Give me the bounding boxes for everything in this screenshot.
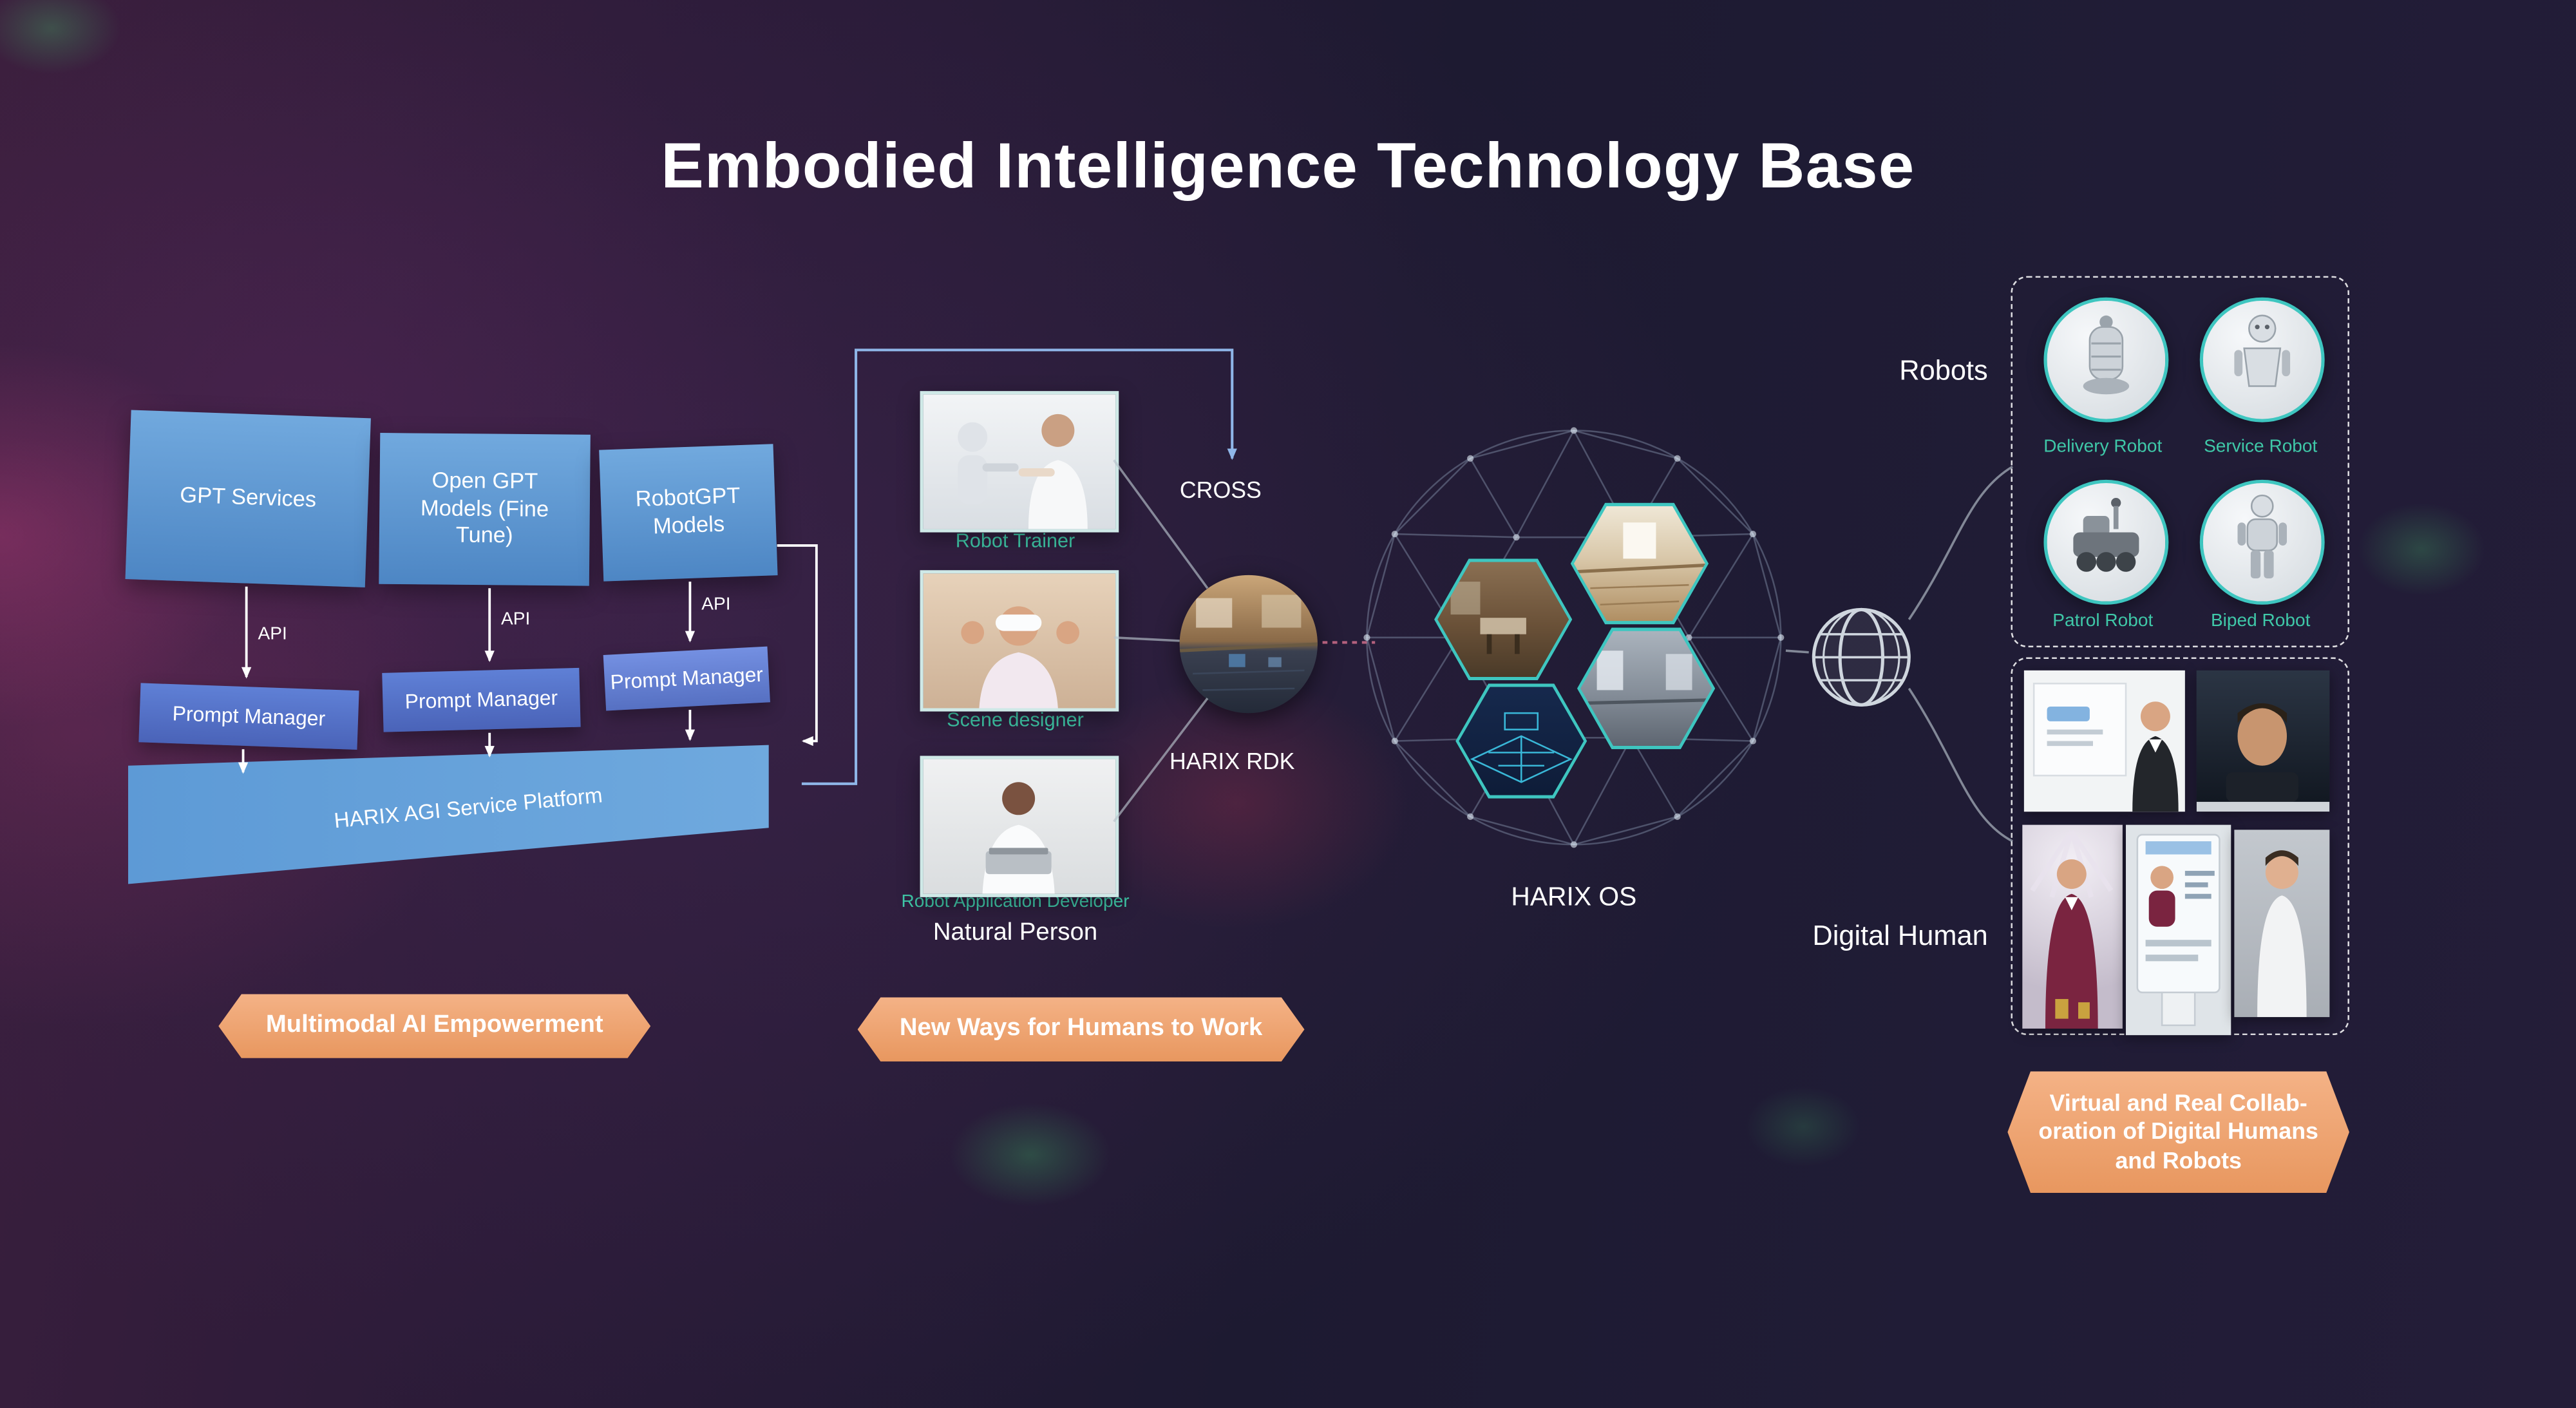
prompt-manager-label-2: Prompt Manager (404, 686, 558, 714)
robot-trainer-illustration (958, 414, 1088, 529)
hexagon-scene-3 (1577, 627, 1716, 750)
banner-collaboration-line-1: Virtual and Real Collab- (2049, 1089, 2307, 1116)
prompt-manager-label-1: Prompt Manager (172, 702, 326, 731)
patrol-robot-image (2043, 479, 2169, 605)
robotgpt-models-box: RobotGPT Models (599, 444, 778, 582)
biped-robot-image (2199, 479, 2325, 605)
robotgpt-models-label: RobotGPT Models (635, 483, 741, 539)
hexagon-scene-3-image (1580, 631, 1712, 747)
digital-human-face-image (2196, 670, 2330, 812)
robots-title: Robots (1899, 355, 1988, 386)
digital-human-child-image (2234, 830, 2330, 1018)
delivery-robot-image (2043, 297, 2169, 423)
api-label-2: API (501, 609, 531, 630)
hexagon-scene-4-image (1459, 687, 1584, 795)
digital-human-presenter-image (2023, 670, 2185, 812)
scene-designer-photo (920, 570, 1119, 712)
prompt-manager-box-3: Prompt Manager (603, 646, 770, 711)
robot-app-developer-photo (920, 756, 1119, 897)
banner-collaboration-line-2: oration of Digital Humans (2038, 1118, 2318, 1145)
cross-globe-scene (1179, 595, 1318, 691)
natural-person-label: Natural Person (933, 918, 1098, 947)
service-robot-label: Service Robot (2204, 437, 2318, 457)
harix-os-label: HARIX OS (1511, 884, 1637, 912)
scene-designer-illustration (961, 606, 1080, 709)
open-gpt-models-label: Open GPT Models (Fine Tune) (420, 467, 549, 548)
hexagon-scene-2-image (1573, 506, 1705, 622)
page-title: Embodied Intelligence Technology Base (661, 131, 1915, 202)
scene-designer-label: Scene designer (947, 708, 1084, 732)
digital-human-kiosk-image (2126, 824, 2231, 1036)
robot-trainer-label: Robot Trainer (955, 529, 1075, 553)
patrol-robot-label: Patrol Robot (2052, 611, 2154, 631)
digital-human-title: Digital Human (1812, 920, 1988, 952)
api-label-1: API (258, 624, 287, 644)
gpt-services-label: GPT Services (179, 482, 317, 512)
robots-panel (2011, 276, 2349, 648)
hexagon-scene-4 (1455, 683, 1587, 799)
banner-collaboration-line-3: and Robots (2115, 1146, 2242, 1173)
gpt-services-box: GPT Services (125, 410, 371, 588)
service-robot-image (2199, 297, 2325, 423)
banner-multimodal-label: Multimodal AI Empowerment (265, 1011, 603, 1039)
open-gpt-models-box: Open GPT Models (Fine Tune) (379, 433, 591, 586)
globe-icon (1807, 603, 1915, 711)
hexagon-scene-1 (1434, 558, 1573, 681)
cross-label: CROSS (1179, 476, 1262, 503)
prompt-manager-box-1: Prompt Manager (138, 683, 359, 750)
banner-multimodal: Multimodal AI Empowerment (218, 994, 650, 1058)
robot-trainer-photo (920, 391, 1119, 533)
cross-globe-image (1179, 575, 1318, 714)
hexagon-scene-2 (1570, 502, 1709, 625)
biped-robot-label: Biped Robot (2210, 611, 2311, 631)
banner-collaboration: Virtual and Real Collab- oration of Digi… (2007, 1071, 2349, 1193)
api-label-3: API (701, 595, 731, 615)
robot-app-developer-illustration (982, 782, 1055, 894)
digital-human-hostess-image (2022, 824, 2123, 1029)
banner-new-ways: New Ways for Humans to Work (858, 997, 1305, 1061)
prompt-manager-label-3: Prompt Manager (609, 663, 764, 694)
delivery-robot-label: Delivery Robot (2043, 437, 2163, 457)
prompt-manager-box-2: Prompt Manager (382, 667, 581, 732)
harix-rdk-label: HARIX RDK (1170, 747, 1295, 774)
hexagon-scene-1-image (1437, 562, 1569, 678)
banner-new-ways-label: New Ways for Humans to Work (899, 1014, 1263, 1042)
